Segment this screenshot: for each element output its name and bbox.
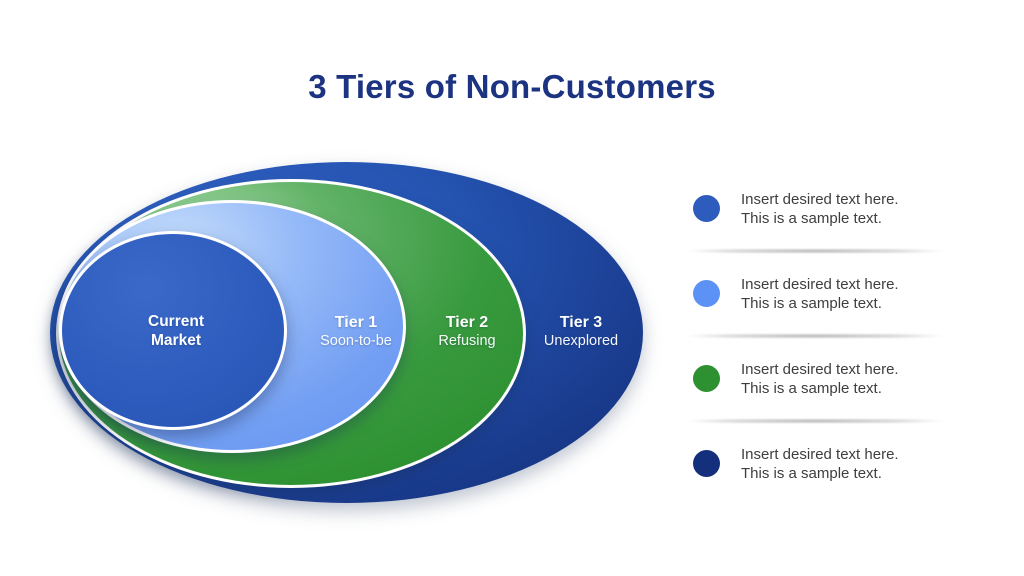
tier-2-title: Tier 2	[445, 314, 489, 331]
current-market-ellipse	[59, 231, 287, 430]
legend-item-4-line2: This is a sample text.	[741, 464, 882, 482]
tier-3-label: Tier 3 Unexplored	[544, 313, 618, 351]
tier-3-subtitle: Unexplored	[543, 333, 619, 349]
tier-2-label: Tier 2 Refusing	[438, 313, 495, 351]
tier-1-title: Tier 1	[334, 314, 378, 331]
legend-item-4-text: Insert desired text here. This is a samp…	[741, 445, 899, 483]
legend-item-3: Insert desired text here. This is a samp…	[683, 338, 949, 419]
legend-item-3-line1: Insert desired text here.	[741, 360, 899, 378]
legend-divider-2	[685, 334, 945, 338]
legend-item-1-text: Insert desired text here. This is a samp…	[741, 190, 899, 228]
legend: Insert desired text here. This is a samp…	[683, 168, 949, 504]
tier-2-subtitle: Refusing	[438, 333, 496, 349]
legend-item-2: Insert desired text here. This is a samp…	[683, 253, 949, 334]
tier-3-title: Tier 3	[559, 314, 603, 331]
legend-divider-3	[685, 419, 945, 423]
slide-title: 3 Tiers of Non-Customers	[308, 68, 716, 105]
legend-dot-blue-icon	[693, 195, 720, 222]
legend-dot-green-icon	[693, 365, 720, 392]
legend-item-1-line1: Insert desired text here.	[741, 190, 899, 208]
legend-dot-navy-icon	[693, 450, 720, 477]
current-market-label: Current Market	[148, 313, 204, 349]
legend-divider-1	[685, 249, 945, 253]
legend-dot-lightblue-icon	[693, 280, 720, 307]
legend-item-1-line2: This is a sample text.	[741, 209, 882, 227]
legend-item-4: Insert desired text here. This is a samp…	[683, 423, 949, 504]
legend-item-3-line2: This is a sample text.	[741, 379, 882, 397]
tier-1-subtitle: Soon-to-be	[320, 333, 392, 349]
legend-item-2-text: Insert desired text here. This is a samp…	[741, 275, 899, 313]
legend-item-1: Insert desired text here. This is a samp…	[683, 168, 949, 249]
legend-item-2-line1: Insert desired text here.	[741, 275, 899, 293]
tier-1-label: Tier 1 Soon-to-be	[320, 313, 392, 351]
legend-item-2-line2: This is a sample text.	[741, 294, 882, 312]
legend-item-4-line1: Insert desired text here.	[741, 445, 899, 463]
legend-item-3-text: Insert desired text here. This is a samp…	[741, 360, 899, 398]
